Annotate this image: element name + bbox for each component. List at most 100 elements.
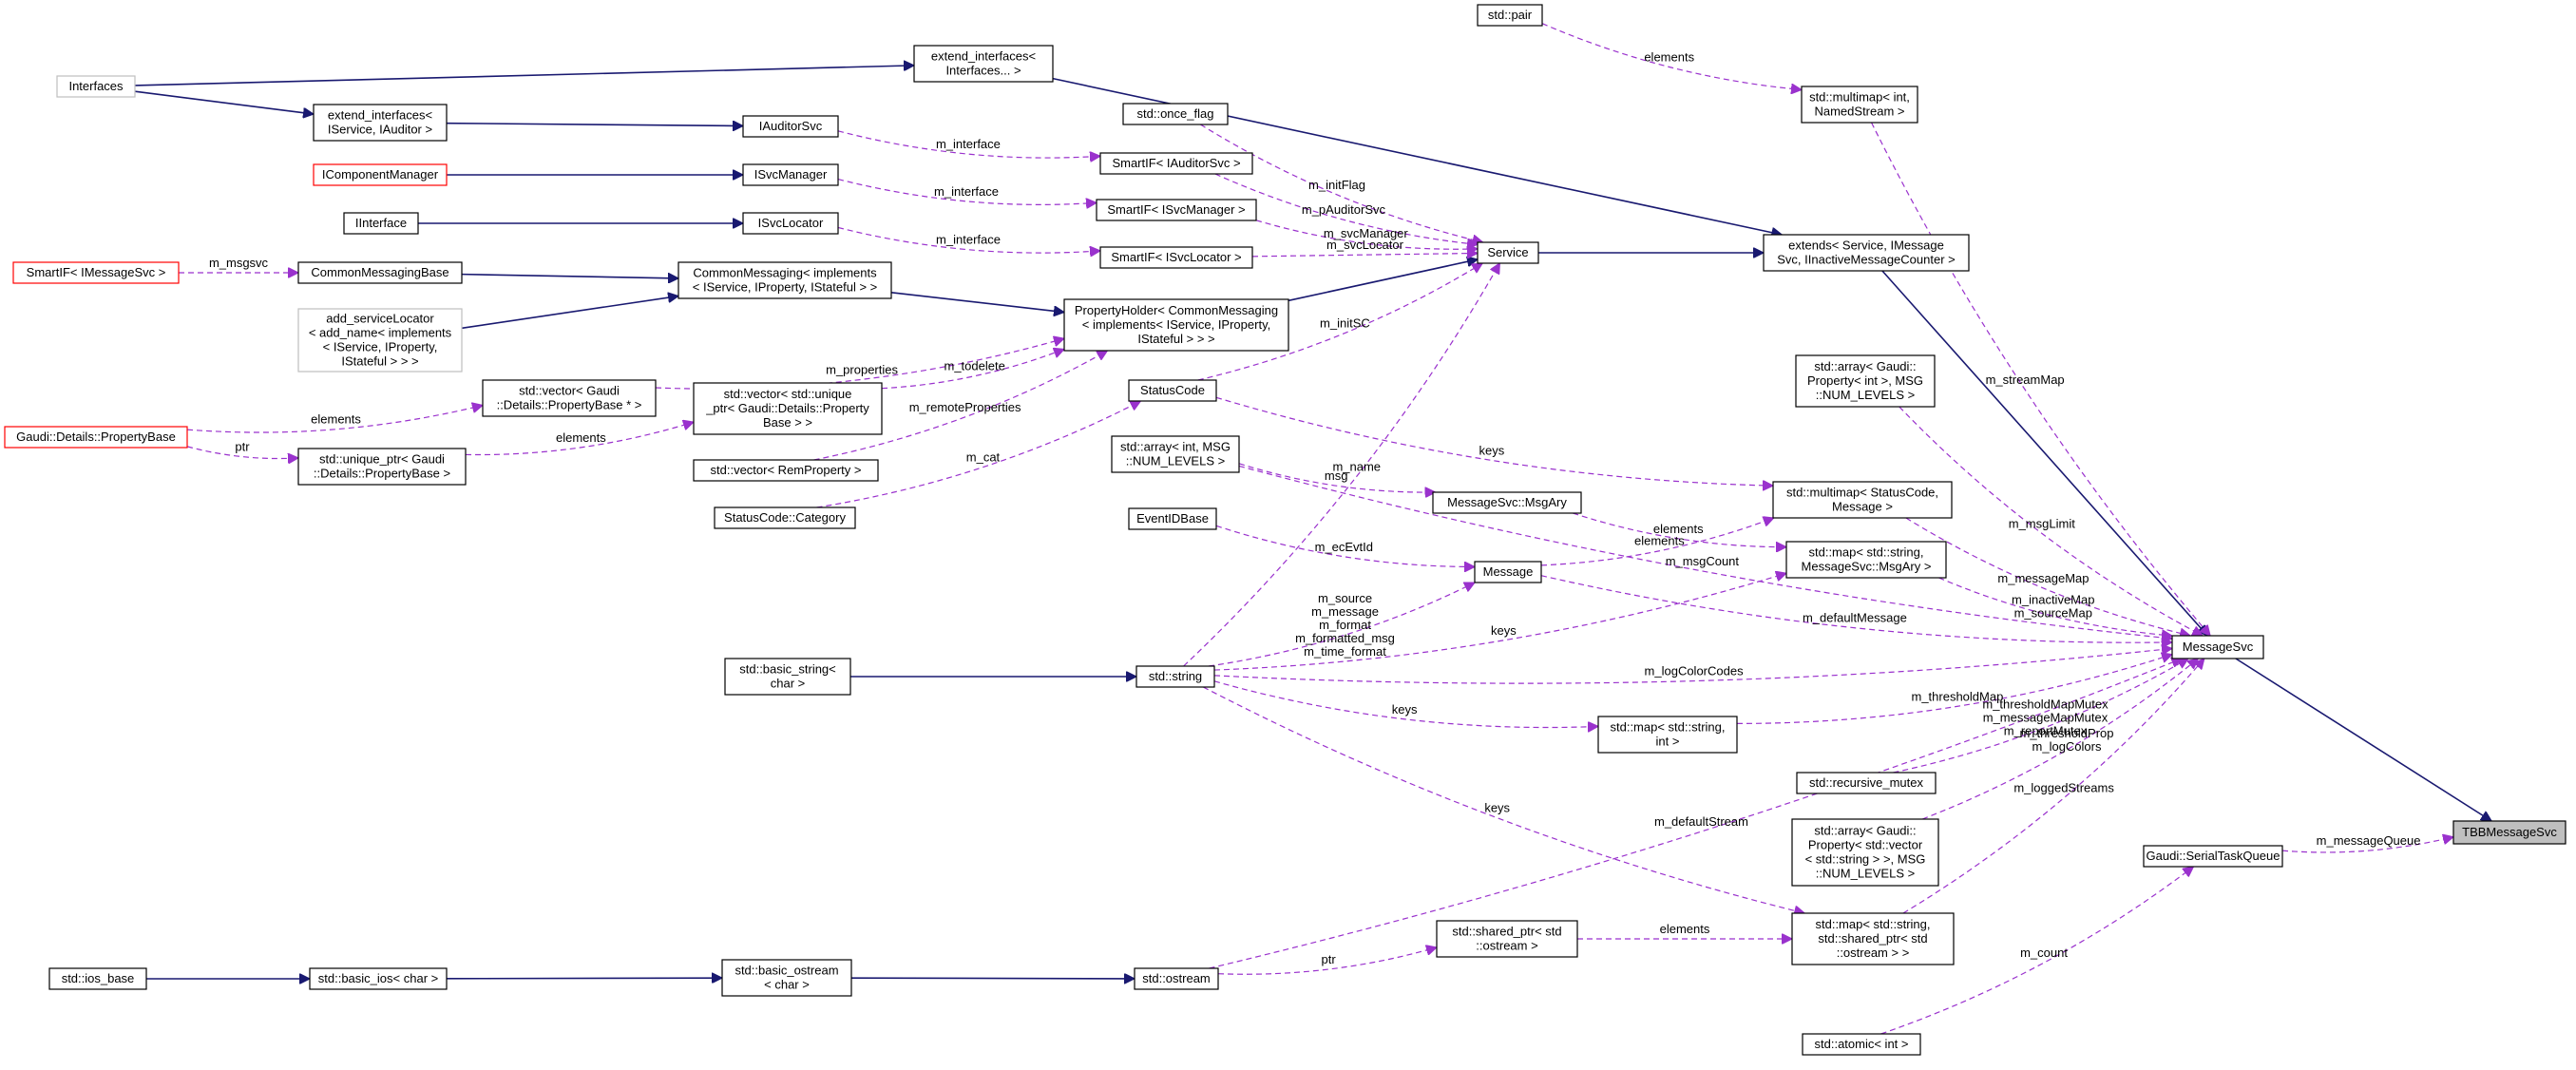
class-node-extendInterfacesN[interactable]: extend_interfaces<Interfaces... > [913, 45, 1054, 83]
class-node-basicStringChar[interactable]: std::basic_string<char > [724, 658, 851, 696]
class-node-addServiceLocator[interactable]: add_serviceLocator< add_name< implements… [297, 308, 463, 373]
class-node-ISvcManager[interactable]: ISvcManager [742, 163, 839, 186]
class-node-box[interactable] [742, 163, 839, 186]
class-node-Message[interactable]: Message [1474, 561, 1542, 583]
class-node-box[interactable] [1096, 199, 1257, 221]
class-node-box[interactable] [742, 115, 839, 138]
class-node-box[interactable] [12, 261, 180, 284]
class-node-box[interactable] [313, 104, 448, 142]
class-node-Interfaces[interactable]: Interfaces [56, 75, 136, 98]
class-node-CommonMessaging[interactable]: CommonMessaging< implements< IService, I… [677, 261, 892, 299]
class-node-StatusCode[interactable]: StatusCode [1128, 379, 1217, 402]
class-node-box[interactable] [724, 658, 851, 696]
class-node-box[interactable] [677, 261, 892, 299]
class-node-SmartIFLoc[interactable]: SmartIF< ISvcLocator > [1099, 246, 1253, 269]
class-node-mapStrMsgAry[interactable]: std::map< std::string,MessageSvc::MsgAry… [1785, 541, 1947, 579]
class-node-box[interactable] [1436, 920, 1578, 958]
class-node-box[interactable] [1432, 491, 1582, 514]
class-node-SmartIFMgr[interactable]: SmartIF< ISvcManager > [1096, 199, 1257, 221]
class-node-ISvcLocator[interactable]: ISvcLocator [742, 212, 839, 235]
class-node-multimapSC[interactable]: std::multimap< StatusCode,Message > [1772, 481, 1953, 519]
class-node-mapStrShared[interactable]: std::map< std::string,std::shared_ptr< s… [1791, 912, 1955, 965]
class-node-IInterface[interactable]: IInterface [343, 212, 419, 235]
class-node-box[interactable] [1122, 103, 1229, 125]
class-node-SerialTaskQueue[interactable]: Gaudi::SerialTaskQueue [2143, 845, 2283, 868]
class-node-arrayLogColors[interactable]: std::array< Gaudi::Property< std::vector… [1791, 818, 1939, 887]
class-node-box[interactable] [1772, 481, 1953, 519]
class-node-basicIos[interactable]: std::basic_ios< char > [309, 967, 448, 990]
class-node-mapStrInt[interactable]: std::map< std::string,int > [1597, 716, 1738, 754]
class-node-box[interactable] [482, 379, 657, 417]
class-node-box[interactable] [714, 506, 856, 529]
class-node-box[interactable] [297, 448, 467, 486]
class-node-extends[interactable]: extends< Service, IMessageSvc, IInactive… [1763, 234, 1970, 272]
class-node-stdPair[interactable]: std::pair [1477, 4, 1543, 27]
class-node-box[interactable] [343, 212, 419, 235]
class-node-box[interactable] [2143, 845, 2283, 868]
class-node-basicOstream[interactable]: std::basic_ostream< char > [721, 959, 852, 997]
class-node-box[interactable] [742, 212, 839, 235]
class-node-box[interactable] [1135, 665, 1215, 688]
class-node-box[interactable] [693, 459, 879, 482]
class-node-sharedOstream[interactable]: std::shared_ptr< std::ostream > [1436, 920, 1578, 958]
class-node-box[interactable] [1128, 379, 1217, 402]
class-node-box[interactable] [1791, 912, 1955, 965]
class-node-box[interactable] [4, 426, 188, 449]
class-node-box[interactable] [1128, 507, 1217, 530]
class-node-box[interactable] [48, 967, 147, 990]
class-node-box[interactable] [1801, 86, 1918, 124]
class-node-onceFlag[interactable]: std::once_flag [1122, 103, 1229, 125]
class-node-box[interactable] [309, 967, 448, 990]
class-node-arrayIntMsg[interactable]: std::array< int, MSG::NUM_LEVELS > [1111, 435, 1240, 473]
class-node-box[interactable] [2452, 820, 2566, 845]
class-node-box[interactable] [56, 75, 136, 98]
class-node-box[interactable] [2171, 635, 2264, 659]
class-node-box[interactable] [1597, 716, 1738, 754]
class-node-box[interactable] [1134, 967, 1219, 990]
class-node-TBBMessageSvc[interactable]: TBBMessageSvc [2452, 820, 2566, 845]
class-node-box[interactable] [1099, 246, 1253, 269]
class-node-box[interactable] [1477, 241, 1539, 264]
class-node-SmartIFAud[interactable]: SmartIF< IAuditorSvc > [1099, 152, 1253, 175]
class-node-stdOstream[interactable]: std::ostream [1134, 967, 1219, 990]
class-node-extendInterfaces2[interactable]: extend_interfaces<IService, IAuditor > [313, 104, 448, 142]
class-node-box[interactable] [721, 959, 852, 997]
class-node-uniquePtrPropBase[interactable]: std::unique_ptr< Gaudi::Details::Propert… [297, 448, 467, 486]
class-node-box[interactable] [913, 45, 1054, 83]
class-node-vecRemProp[interactable]: std::vector< RemProperty > [693, 459, 879, 482]
class-node-PropertyHolder[interactable]: PropertyHolder< CommonMessaging< impleme… [1063, 298, 1289, 352]
class-node-Service[interactable]: Service [1477, 241, 1539, 264]
class-node-SmartIFMsg[interactable]: SmartIF< IMessageSvc > [12, 261, 180, 284]
class-node-vecPropBasePtr[interactable]: std::vector< Gaudi::Details::PropertyBas… [482, 379, 657, 417]
class-node-arrayMsgLimit[interactable]: std::array< Gaudi::Property< int >, MSG:… [1795, 354, 1936, 408]
class-node-PropertyBase[interactable]: Gaudi::Details::PropertyBase [4, 426, 188, 449]
class-node-stdString[interactable]: std::string [1135, 665, 1215, 688]
class-node-msgAry[interactable]: MessageSvc::MsgAry [1432, 491, 1582, 514]
class-node-multimapNamed[interactable]: std::multimap< int,NamedStream > [1801, 86, 1918, 124]
class-node-box[interactable] [1063, 298, 1289, 352]
class-node-box[interactable] [1795, 354, 1936, 408]
class-node-atomicInt[interactable]: std::atomic< int > [1802, 1033, 1921, 1056]
class-node-recMutex[interactable]: std::recursive_mutex [1796, 772, 1937, 794]
class-node-box[interactable] [1111, 435, 1240, 473]
class-node-box[interactable] [297, 308, 463, 373]
class-node-box[interactable] [1802, 1033, 1921, 1056]
class-node-StatusCodeCategory[interactable]: StatusCode::Category [714, 506, 856, 529]
class-node-box[interactable] [1796, 772, 1937, 794]
class-node-box[interactable] [1474, 561, 1542, 583]
class-node-EventIDBase[interactable]: EventIDBase [1128, 507, 1217, 530]
class-node-box[interactable] [297, 261, 463, 284]
class-node-MessageSvc[interactable]: MessageSvc [2171, 635, 2264, 659]
class-node-IAuditorSvc[interactable]: IAuditorSvc [742, 115, 839, 138]
class-node-vecUniquePtr[interactable]: std::vector< std::unique_ptr< Gaudi::Det… [693, 382, 883, 435]
class-node-IComponentManager[interactable]: IComponentManager [313, 163, 448, 186]
class-node-box[interactable] [1099, 152, 1253, 175]
class-node-box[interactable] [1477, 4, 1543, 27]
class-node-box[interactable] [313, 163, 448, 186]
class-node-box[interactable] [1791, 818, 1939, 887]
class-node-box[interactable] [1785, 541, 1947, 579]
class-node-box[interactable] [1763, 234, 1970, 272]
class-node-iosBase[interactable]: std::ios_base [48, 967, 147, 990]
class-node-box[interactable] [693, 382, 883, 435]
class-node-CommonMessagingBase[interactable]: CommonMessagingBase [297, 261, 463, 284]
